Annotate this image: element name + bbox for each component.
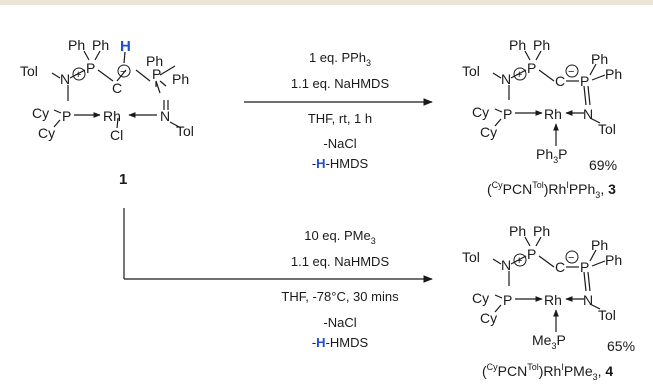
plus-sign: + (75, 69, 81, 81)
top-band (0, 0, 653, 5)
negative-charge-circle (565, 64, 579, 78)
phenyl-label: Ph (172, 71, 189, 87)
phenyl-label: Ph (533, 37, 550, 53)
phenyl-label: Ph (533, 223, 550, 239)
nitrogen-label: N (501, 257, 511, 273)
nitrogen-label: N (583, 106, 593, 122)
cyclohexyl-label: Cy (472, 104, 489, 120)
phosphine-ligand-label: Me3P (532, 332, 566, 351)
tolyl-label: Tol (20, 63, 38, 79)
top-conditions: THF, rt, 1 h (308, 111, 372, 126)
cyclohexyl-label: Cy (472, 290, 489, 306)
product-3-name: (CyPCNTol)RhIPPh3, 3 (487, 180, 616, 200)
bottom-byproduct-2: -H-HMDS (312, 335, 369, 350)
cyclohexyl-label: Cy (480, 310, 497, 326)
tolyl-label: Tol (598, 121, 616, 137)
yield-3: 69% (589, 157, 617, 173)
top-reagent-2: 1.1 eq. NaHMDS (291, 76, 390, 91)
phenyl-label: Ph (605, 66, 622, 82)
reactant-1-structure (51, 50, 182, 129)
cyclohexyl-label: Cy (32, 105, 49, 121)
phosphorus-label: P (527, 246, 536, 262)
positive-charge-circle (72, 67, 86, 81)
bottom-reagent-1: 10 eq. PMe3 (304, 228, 376, 246)
product-4-name: (CyPCNTol)RhIPMe3, 4 (482, 362, 613, 382)
tolyl-label: Tol (598, 307, 616, 323)
rhodium-label: Rh (544, 106, 562, 122)
phosphorus-label: P (580, 73, 589, 89)
yield-4: 65% (607, 338, 635, 354)
ylidic-carbon-label: C (555, 73, 565, 89)
phosphorus-label: P (152, 66, 161, 82)
phosphorus-label: P (527, 60, 536, 76)
negative-charge-circle (117, 64, 131, 78)
nitrogen-label: N (160, 108, 170, 124)
tolyl-label: Tol (462, 63, 480, 79)
phenyl-label: Ph (509, 223, 526, 239)
cyclohexyl-label: Cy (480, 124, 497, 140)
plus-sign: + (516, 69, 522, 81)
phenyl-label: Ph (68, 37, 85, 53)
nitrogen-label: N (501, 71, 511, 87)
phosphorus-label: P (580, 259, 589, 275)
minus-sign: − (120, 66, 126, 78)
phosphorus-label: P (503, 106, 512, 122)
top-byproduct-1: -NaCl (323, 136, 356, 151)
ylidic-carbon-label: C (112, 80, 122, 96)
phosphorus-label: P (62, 108, 71, 124)
product-4-structure (492, 236, 606, 332)
nitrogen-label: N (583, 292, 593, 308)
plus-sign: + (516, 255, 522, 267)
bottom-conditions: THF, -78°C, 30 mins (281, 289, 399, 304)
phosphorus-label: P (503, 292, 512, 308)
nitrogen-label: N (60, 71, 70, 87)
product-3-structure (492, 50, 606, 146)
phenyl-label: Ph (605, 252, 622, 268)
compound-number-1: 1 (119, 171, 127, 188)
bottom-byproduct-1: -NaCl (323, 315, 356, 330)
phosphorus-label: P (86, 60, 95, 76)
top-byproduct-2: -H-HMDS (312, 156, 369, 171)
phenyl-label: Ph (92, 37, 109, 53)
tolyl-label: Tol (176, 123, 194, 139)
top-reagent-1: 1 eq. PPh3 (309, 50, 371, 68)
phenyl-label: Ph (591, 237, 608, 253)
chloride-label: Cl (110, 127, 123, 143)
positive-charge-circle (513, 67, 527, 81)
minus-sign: − (568, 252, 574, 264)
bottom-reagent-2: 1.1 eq. NaHMDS (291, 254, 390, 269)
hydrogen-label: H (120, 38, 131, 55)
negative-charge-circle (565, 250, 579, 264)
rhodium-label: Rh (544, 292, 562, 308)
phenyl-label: Ph (509, 37, 526, 53)
phenyl-label: Ph (146, 53, 163, 69)
rhodium-label: Rh (103, 108, 121, 124)
positive-charge-circle (513, 253, 527, 267)
tolyl-label: Tol (462, 249, 480, 265)
minus-sign: − (568, 66, 574, 78)
cyclohexyl-label: Cy (38, 125, 55, 141)
phenyl-label: Ph (591, 51, 608, 67)
phosphine-ligand-label: Ph3P (536, 146, 567, 165)
ylidic-carbon-label: C (555, 259, 565, 275)
